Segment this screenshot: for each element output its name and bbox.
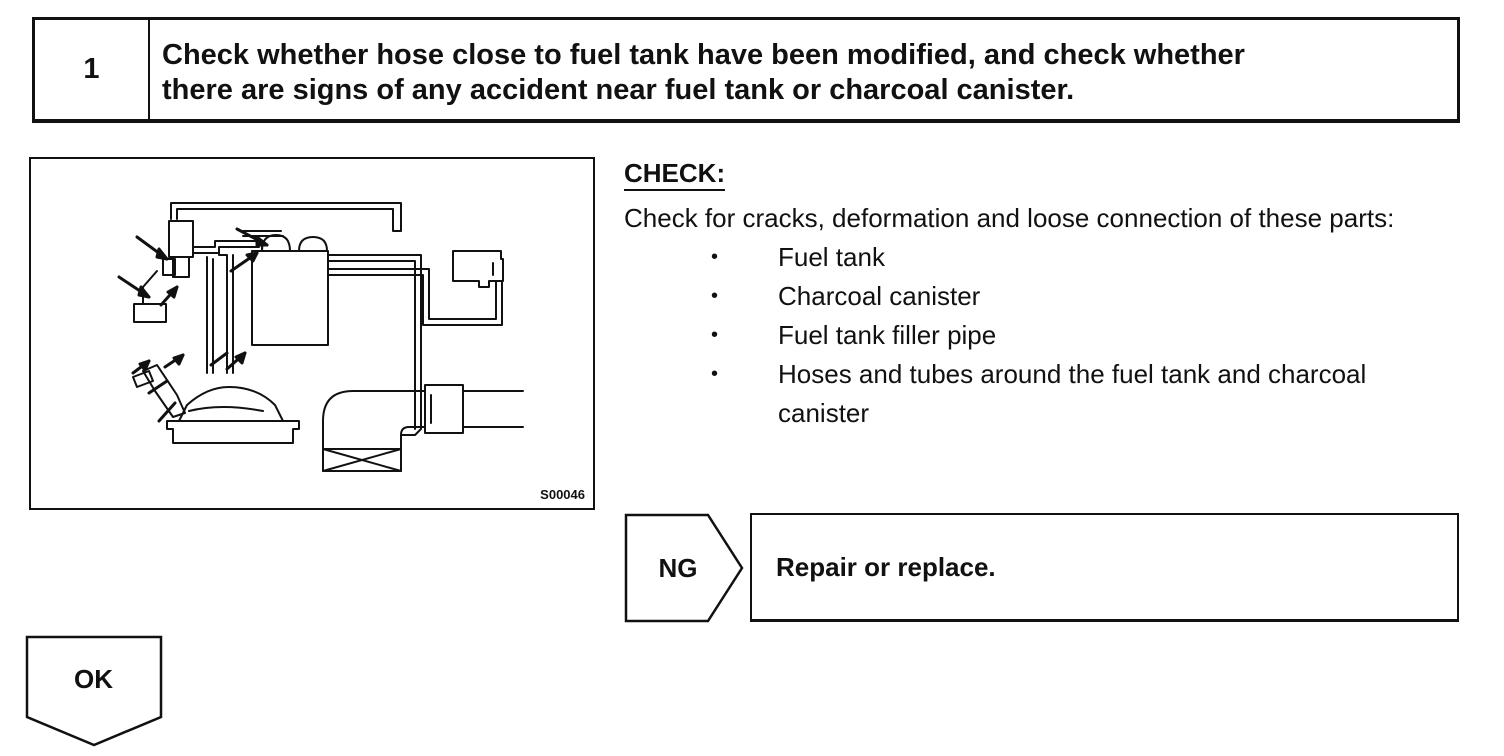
- top-hose: [170, 202, 402, 232]
- step-title-line-1: Check whether hose close to fuel tank ha…: [162, 39, 1245, 71]
- check-items: •Fuel tank •Charcoal canister •Fuel tank…: [624, 238, 1462, 433]
- valve-assembly: [168, 220, 194, 258]
- ng-result-box: Repair or replace.: [750, 513, 1459, 622]
- step-header: 1 Check whether hose close to fuel tank …: [32, 17, 1460, 123]
- purge-hose: [327, 254, 422, 436]
- ng-result-text: Repair or replace.: [776, 551, 996, 582]
- filler-pipe-collar: [424, 384, 464, 434]
- step-title: Check whether hose close to fuel tank ha…: [150, 20, 1457, 119]
- bullet-icon: •: [711, 324, 719, 346]
- check-section: CHECK: Check for cracks, deformation and…: [624, 158, 1462, 433]
- canister-dome-right: [298, 236, 328, 252]
- charcoal-canister: [251, 250, 329, 346]
- ok-arrow-shape: [25, 635, 163, 747]
- filler-pipe-elbow: [322, 390, 426, 472]
- check-item: •Hoses and tubes around the fuel tank an…: [624, 355, 1462, 433]
- fuel-tank: [166, 420, 300, 444]
- bullet-icon: •: [711, 363, 719, 385]
- ok-label: OK: [74, 663, 113, 694]
- vsv-connector: [133, 303, 167, 323]
- bullet-icon: •: [711, 246, 719, 268]
- check-item: •Fuel tank: [624, 238, 1462, 277]
- ok-tag: OK: [25, 635, 165, 747]
- fuel-system-illustration: S00046: [29, 157, 595, 510]
- tank-vent-hose: [206, 256, 214, 374]
- ng-label: NG: [658, 552, 698, 583]
- ng-arrow-shape: [624, 513, 744, 623]
- support-frame: [322, 448, 402, 472]
- check-instruction: Check for cracks, deformation and loose …: [624, 203, 1395, 233]
- fuel-system-drawing: [117, 202, 524, 472]
- inspection-arrows: [117, 227, 269, 423]
- right-connector: [452, 250, 504, 288]
- check-item: •Charcoal canister: [624, 277, 1462, 316]
- figure-code: S00046: [540, 487, 585, 502]
- check-item: •Fuel tank filler pipe: [624, 316, 1462, 355]
- step-number: 1: [35, 20, 150, 119]
- step-title-line-2: there are signs of any accident near fue…: [162, 74, 1075, 106]
- check-heading: CHECK:: [624, 158, 726, 191]
- air-hose: [327, 268, 503, 326]
- bullet-icon: •: [711, 285, 719, 307]
- ng-tag: NG: [624, 513, 746, 623]
- filler-neck: [142, 364, 186, 418]
